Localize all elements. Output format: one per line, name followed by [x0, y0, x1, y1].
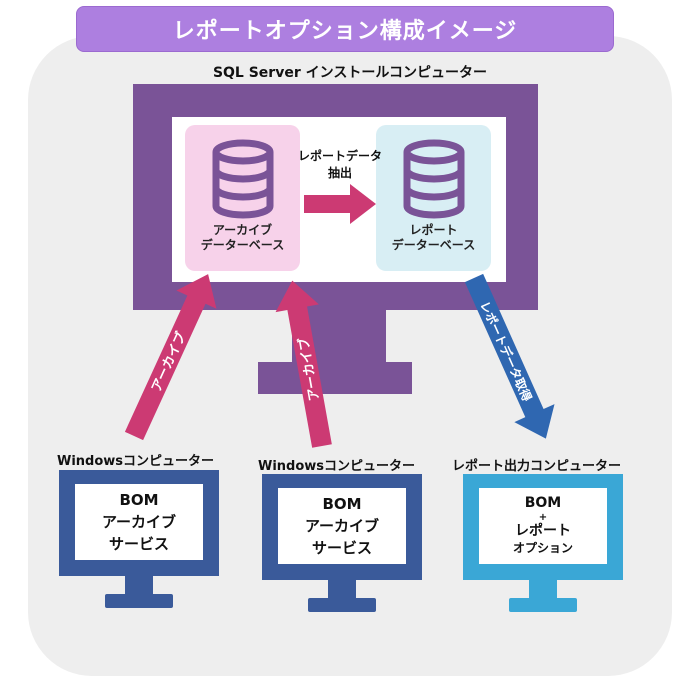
client-label-3: レポート出力コンピューター — [452, 459, 622, 474]
report-computer-monitor: BOM + レポート オプション — [463, 474, 623, 580]
client-label-1: Windowsコンピューター — [57, 454, 215, 469]
report-database-label: レポート データーベース — [392, 223, 475, 253]
client-1-line3: サービス — [108, 535, 169, 553]
windows-computer-base-2 — [308, 598, 376, 612]
client-1-line2: アーカイブ — [101, 513, 177, 531]
report-database: レポート データーベース — [376, 125, 491, 271]
extract-label-line1: レポートデータ — [297, 149, 382, 163]
extract-arrow — [304, 184, 376, 224]
report-database-label-line2: データーベース — [391, 238, 476, 252]
database-icon — [403, 139, 464, 219]
report-fetch-arrow: レポートデータ取得 — [464, 273, 555, 439]
client-2-line2: アーカイブ — [304, 517, 380, 535]
archive-arrow-middle: アーカイブ — [275, 280, 332, 448]
client-3-line2: + — [538, 512, 548, 523]
archive-database-label-line2: データーベース — [200, 238, 285, 252]
windows-computer-monitor-1: BOM アーカイブ サービス — [59, 470, 219, 576]
diagram-title: レポートオプション構成イメージ — [76, 6, 614, 52]
extract-label: レポートデータ 抽出 — [280, 148, 400, 182]
report-computer-neck — [529, 580, 557, 598]
archive-arrow-left: アーカイブ — [124, 274, 217, 441]
client-label-2: Windowsコンピューター — [258, 459, 416, 474]
report-fetch-arrow-label: レポートデータ取得 — [477, 299, 535, 404]
client-screen-2: BOM アーカイブ サービス — [278, 488, 406, 564]
client-3-line3: レポート — [515, 523, 571, 539]
server-label: SQL Server インストールコンピューター — [212, 65, 488, 81]
windows-computer-monitor-2: BOM アーカイブ サービス — [262, 474, 422, 580]
windows-computer-neck-2 — [328, 580, 356, 598]
archive-database-label: アーカイブ データーベース — [201, 223, 284, 253]
client-2-line1: BOM — [322, 495, 362, 513]
database-icon — [212, 139, 273, 219]
extract-label-line2: 抽出 — [327, 166, 352, 180]
server-monitor-base — [258, 362, 412, 394]
client-3-line1: BOM — [524, 495, 562, 511]
windows-computer-neck-1 — [125, 576, 153, 594]
client-screen-1: BOM アーカイブ サービス — [75, 484, 203, 560]
client-1-line1: BOM — [119, 491, 159, 509]
client-3-line4: オプション — [512, 541, 573, 555]
report-database-label-line1: レポート — [409, 223, 458, 237]
archive-database: アーカイブ データーベース — [185, 125, 300, 271]
report-computer-base — [509, 598, 577, 612]
archive-database-label-line1: アーカイブ — [212, 223, 273, 237]
client-2-line3: サービス — [311, 539, 372, 557]
windows-computer-base-1 — [105, 594, 173, 608]
client-screen-3: BOM + レポート オプション — [479, 488, 607, 564]
